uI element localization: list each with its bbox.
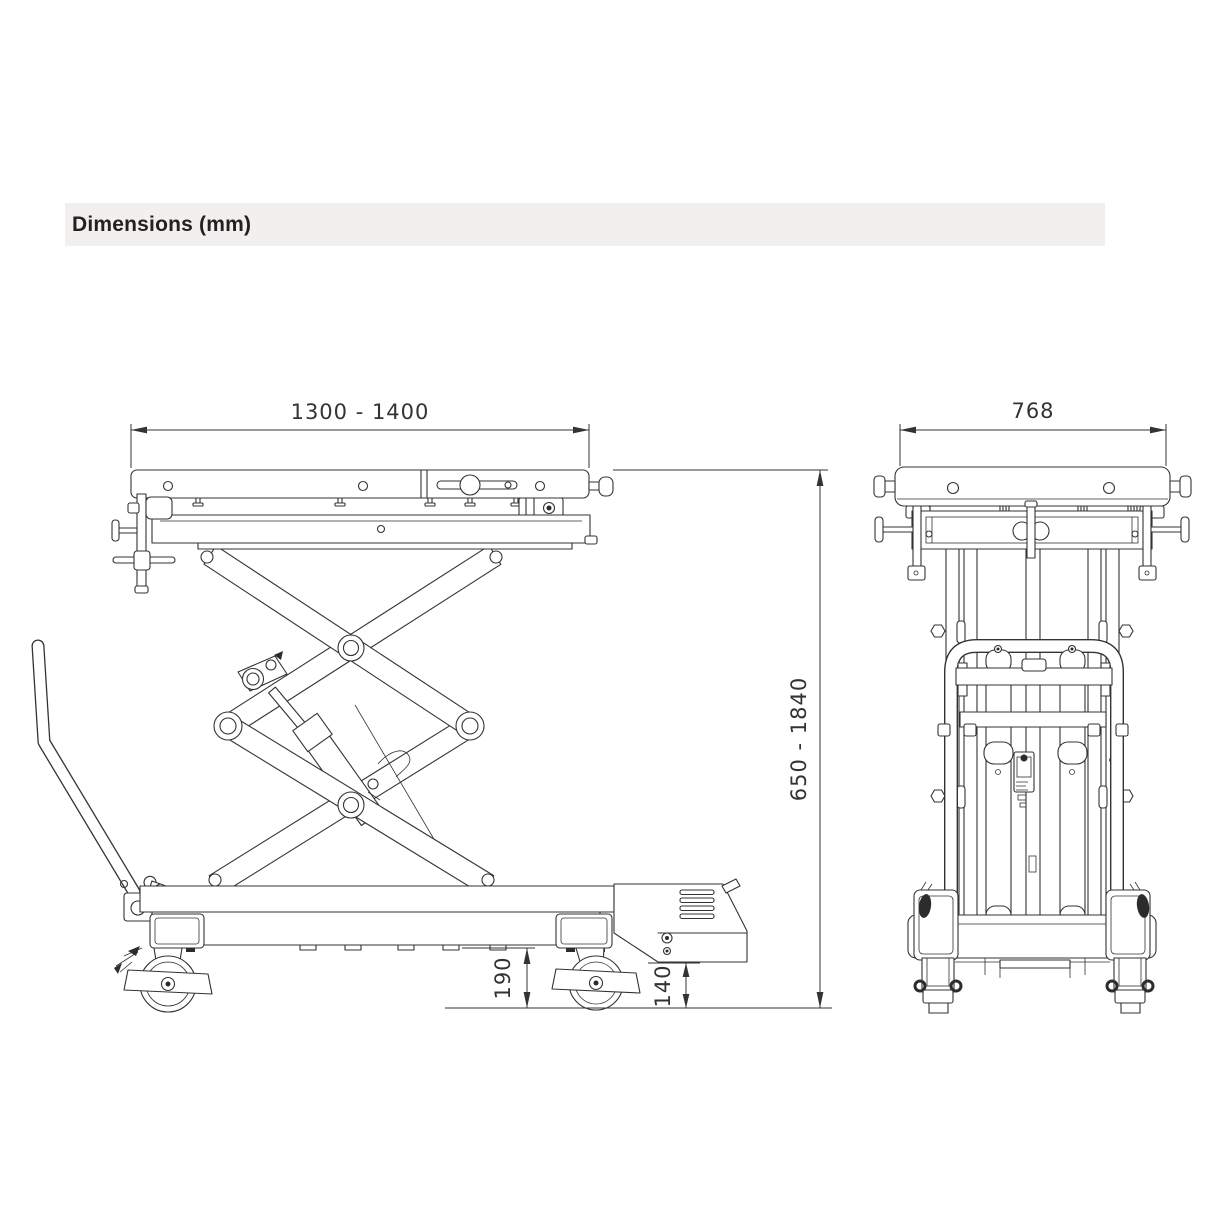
section-header: Dimensions (mm) xyxy=(65,203,1105,246)
control-box xyxy=(1013,751,1035,808)
dimension-clearance: 140 xyxy=(648,962,700,1008)
front-view-drawing: 768 xyxy=(873,399,1192,1014)
front-casters xyxy=(913,957,1155,1014)
front-base xyxy=(907,881,1157,978)
mount-bolts xyxy=(160,948,605,952)
vent-slots xyxy=(679,889,715,920)
side-clamps xyxy=(874,505,1190,581)
dimension-height: 650 - 1840 xyxy=(613,469,828,1008)
page-title: Dimensions (mm) xyxy=(72,212,252,236)
side-view-drawing: 1300 - 1400 650 - 1840 190 xyxy=(31,400,832,1013)
motor-box xyxy=(613,878,748,963)
dimension-caster-height: 190 xyxy=(462,947,535,1008)
base-tabs xyxy=(299,944,507,951)
dimension-caster-label: 190 xyxy=(491,956,515,999)
left-caster xyxy=(114,946,213,1013)
right-caster xyxy=(551,947,641,1011)
dimension-clearance-label: 140 xyxy=(651,964,675,1007)
dimension-height-label: 650 - 1840 xyxy=(787,677,811,801)
dimension-depth-label: 768 xyxy=(1011,399,1054,423)
platform-bolts xyxy=(192,497,522,507)
dimension-width: 1300 - 1400 xyxy=(130,400,590,468)
bolt-heads xyxy=(937,723,1129,737)
dimension-width-label: 1300 - 1400 xyxy=(291,400,430,424)
dimension-depth: 768 xyxy=(899,399,1167,466)
